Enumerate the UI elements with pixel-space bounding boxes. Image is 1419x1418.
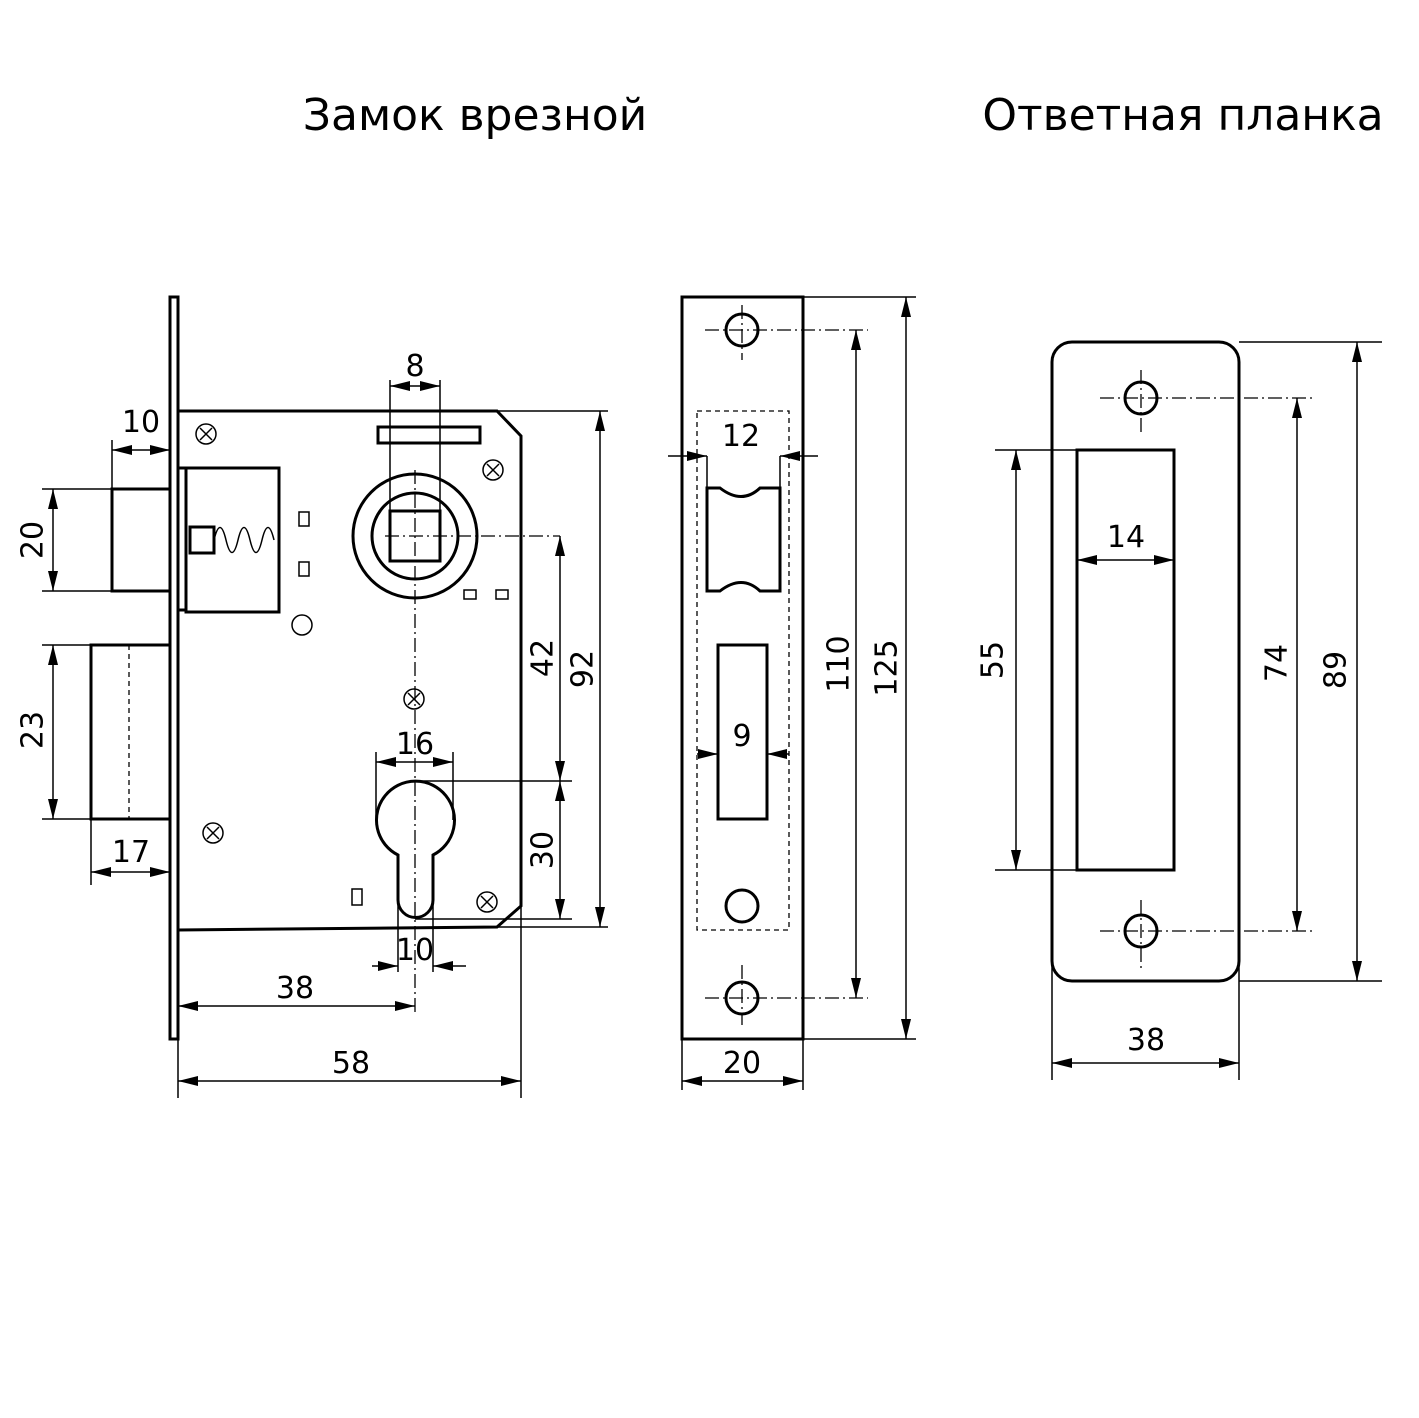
screw-icon xyxy=(476,891,498,913)
dim-12: 12 xyxy=(722,419,760,454)
screw-icon xyxy=(195,423,217,445)
dim-9: 9 xyxy=(732,719,751,754)
dim-20: 20 xyxy=(16,521,51,559)
strike-plate-title: Ответная планка xyxy=(982,90,1383,141)
dim-30: 30 xyxy=(526,831,561,869)
dim-8: 8 xyxy=(405,349,424,384)
dim-92: 92 xyxy=(566,650,601,688)
screw-icon xyxy=(403,688,425,710)
screw-icon xyxy=(202,822,224,844)
dim-55: 55 xyxy=(976,641,1011,679)
dim-125: 125 xyxy=(870,639,905,696)
dim-20-faceplate: 20 xyxy=(723,1046,761,1081)
dead-bolt xyxy=(89,643,172,821)
strike-opening xyxy=(1075,448,1176,872)
dim-17: 17 xyxy=(112,835,150,870)
dim-74: 74 xyxy=(1260,644,1295,682)
lock-body xyxy=(177,409,523,932)
mortise-lock-drawing: 10 20 23 17 8 42 92 16 xyxy=(16,295,608,1098)
lock-title: Замок врезной xyxy=(303,90,647,141)
latch-opening xyxy=(705,486,782,593)
dim-23: 23 xyxy=(16,711,51,749)
dim-110: 110 xyxy=(822,635,857,692)
dim-10-front: 10 xyxy=(122,405,160,440)
top-slot xyxy=(376,425,482,445)
small-hole xyxy=(291,614,313,636)
latch-bolt xyxy=(110,487,172,593)
latch-housing xyxy=(184,466,281,614)
dim-14: 14 xyxy=(1107,520,1145,555)
dim-38-strike: 38 xyxy=(1127,1023,1165,1058)
faceplate-drawing: 12 9 110 125 20 xyxy=(668,295,916,1090)
small-hole xyxy=(724,888,760,924)
latch-spring xyxy=(213,526,275,554)
faceplate-outline xyxy=(680,295,805,1041)
dim-58: 58 xyxy=(332,1046,370,1081)
deadbolt-opening xyxy=(716,643,769,821)
body-outline-hidden xyxy=(696,410,790,931)
dim-10-bottom: 10 xyxy=(396,933,434,968)
strike-plate-drawing: 14 55 74 89 38 xyxy=(976,340,1382,1080)
screw-icon xyxy=(482,459,504,481)
dim-38: 38 xyxy=(276,971,314,1006)
dim-89: 89 xyxy=(1319,651,1354,689)
strike-plate-outline xyxy=(1050,340,1241,983)
dim-16: 16 xyxy=(396,727,434,762)
dim-42: 42 xyxy=(526,639,561,677)
